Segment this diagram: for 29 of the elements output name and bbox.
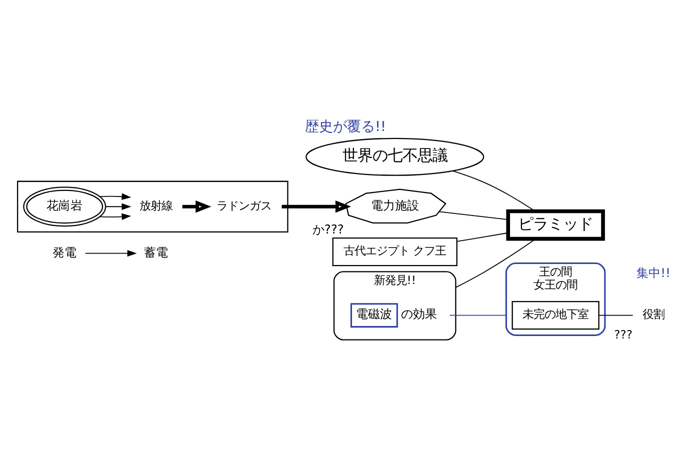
node-text: 役割: [642, 306, 665, 320]
arrow: [84, 250, 137, 256]
connector: [438, 210, 508, 220]
node-label: ???: [614, 326, 632, 341]
arrow: [99, 212, 132, 220]
connector: [455, 238, 536, 288]
connector: [598, 314, 634, 316]
connector: [452, 170, 536, 212]
node-box: 古代エジプト クフ王: [332, 236, 458, 266]
node-box: 未完の地下室: [512, 300, 600, 330]
label: 集中!!: [636, 265, 670, 280]
node-box: ピラミッド: [506, 208, 605, 240]
node-text: ラドンガス: [216, 198, 272, 212]
arrow: [282, 200, 352, 212]
diagram-title: 歴史が覆る!!: [304, 118, 386, 135]
connector: [449, 314, 507, 316]
cluster: [17, 180, 288, 232]
node-label: の効果: [400, 306, 437, 321]
arrow: [105, 202, 132, 210]
node-text: 蓄電: [144, 244, 168, 259]
node-box: 電磁波: [350, 302, 398, 328]
arrow: [182, 200, 212, 212]
node-label: か???: [312, 222, 344, 236]
node-ellipse: 世界の七不思議: [306, 137, 484, 176]
arrow: [99, 192, 132, 200]
node-text: 放射線: [140, 198, 173, 212]
connector: [456, 232, 509, 242]
node-text: 発電: [52, 244, 77, 259]
node-ellipse: 花崗岩: [23, 186, 106, 226]
